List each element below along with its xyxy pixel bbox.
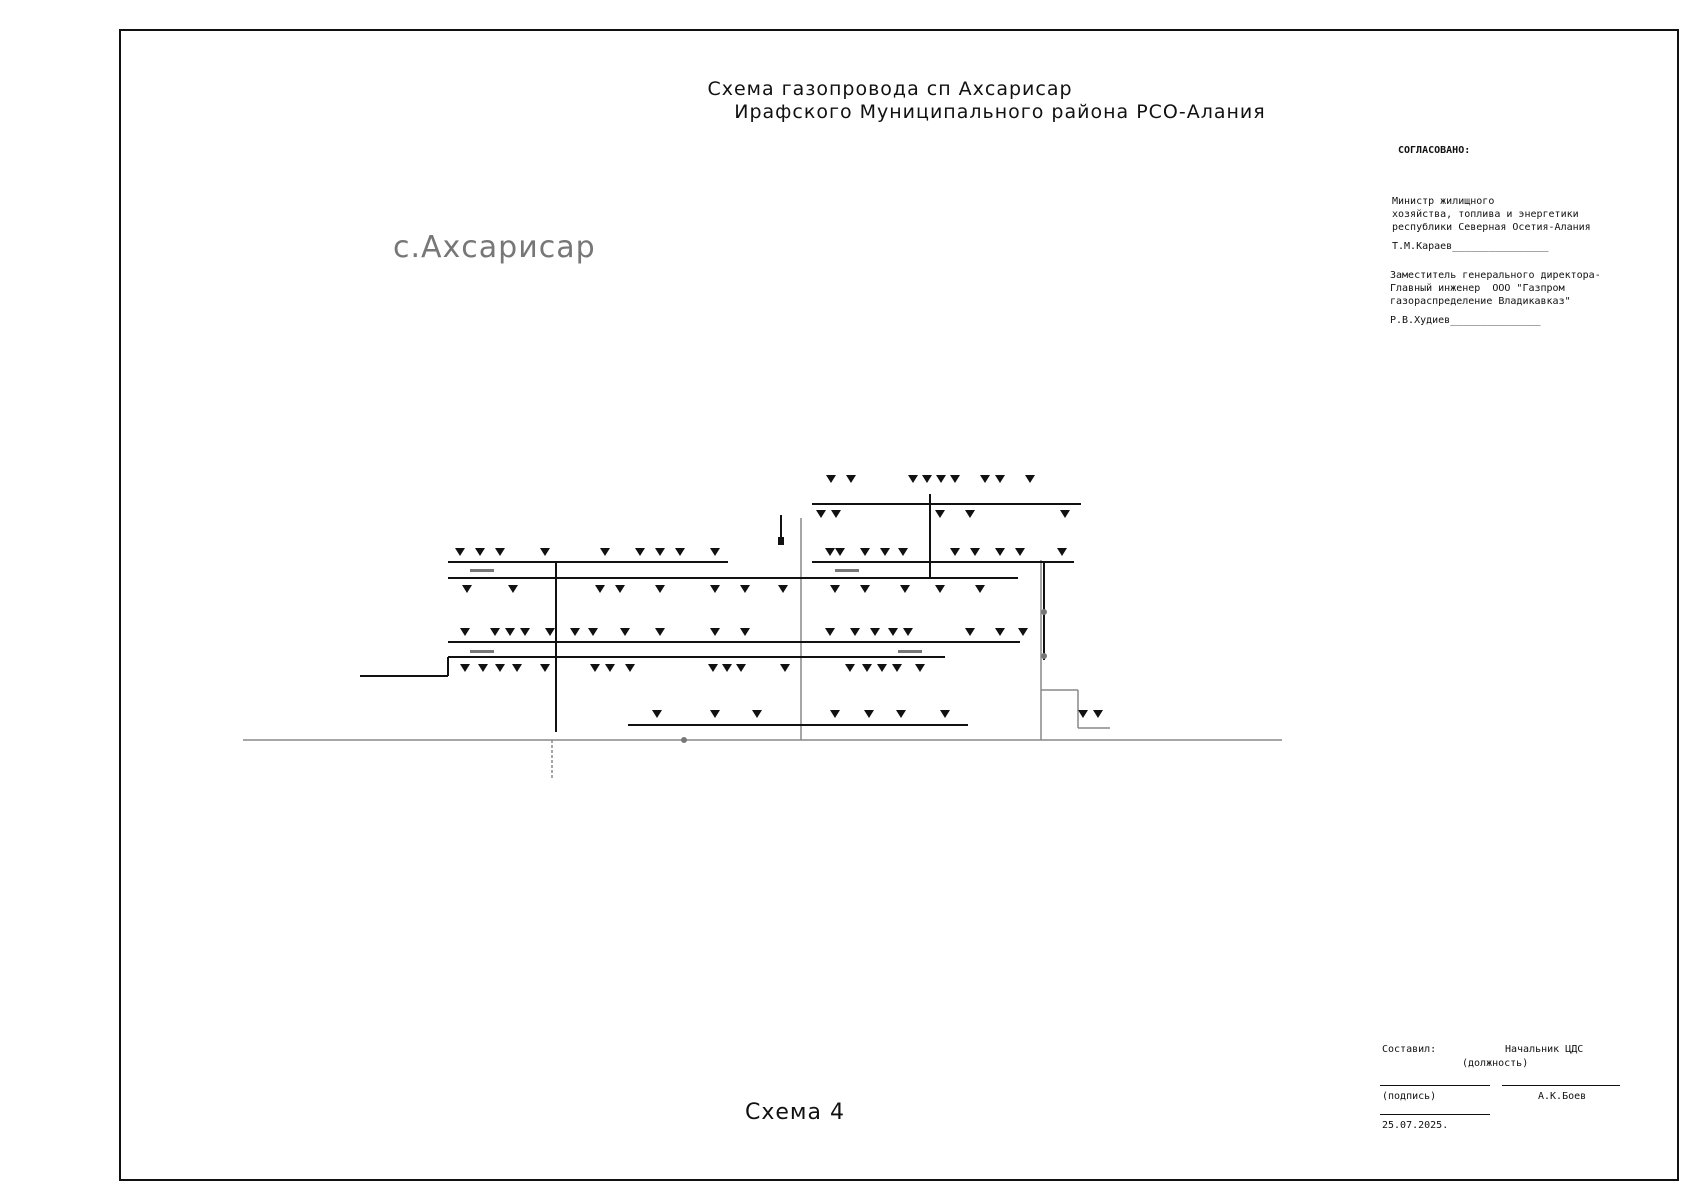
compiled-label: Составил:	[1382, 1044, 1437, 1055]
signature-caption: (подпись)	[1382, 1091, 1437, 1102]
main-gas-pipeline	[243, 518, 1282, 780]
approval-heading: СОГЛАСОВАНО:	[1398, 145, 1471, 156]
title-line-1: Схема газопровода сп Ахсарисар	[707, 78, 1073, 100]
deputy-name: Р.В.Худиев_______________	[1390, 315, 1541, 326]
drawing-frame	[119, 29, 1679, 1181]
position-caption: (должность)	[1462, 1058, 1529, 1069]
minister-title-2: хозяйства, топлива и энергетики	[1392, 209, 1579, 220]
signature-date: 25.07.2025.	[1382, 1120, 1449, 1131]
deputy-title-1: Заместитель генерального директора-	[1390, 270, 1601, 281]
deputy-title-3: газораспределение Владикавказ"	[1390, 296, 1571, 307]
minister-name: Т.М.Караев________________	[1392, 241, 1549, 252]
fittings	[470, 569, 1047, 743]
signer-name: А.К.Боев	[1538, 1091, 1587, 1102]
deputy-title-2: Главный инженер ООО "Газпром	[1390, 283, 1565, 294]
distribution-lines	[360, 494, 1081, 732]
signature-line-left	[1380, 1085, 1490, 1086]
minister-title-1: Министр жилищного	[1392, 196, 1495, 207]
signature-line-right	[1502, 1085, 1620, 1086]
scheme-label: Схема 4	[745, 1100, 845, 1125]
village-label: с.Ахсарисар	[393, 230, 596, 265]
house-connection-markers	[455, 475, 1103, 718]
date-line	[1380, 1114, 1490, 1115]
position-value: Начальник ЦДС	[1505, 1044, 1584, 1055]
minister-title-3: республики Северная Осетия-Алания	[1392, 222, 1591, 233]
title-line-2: Ирафского Муниципального района РСО-Алан…	[734, 101, 1266, 123]
